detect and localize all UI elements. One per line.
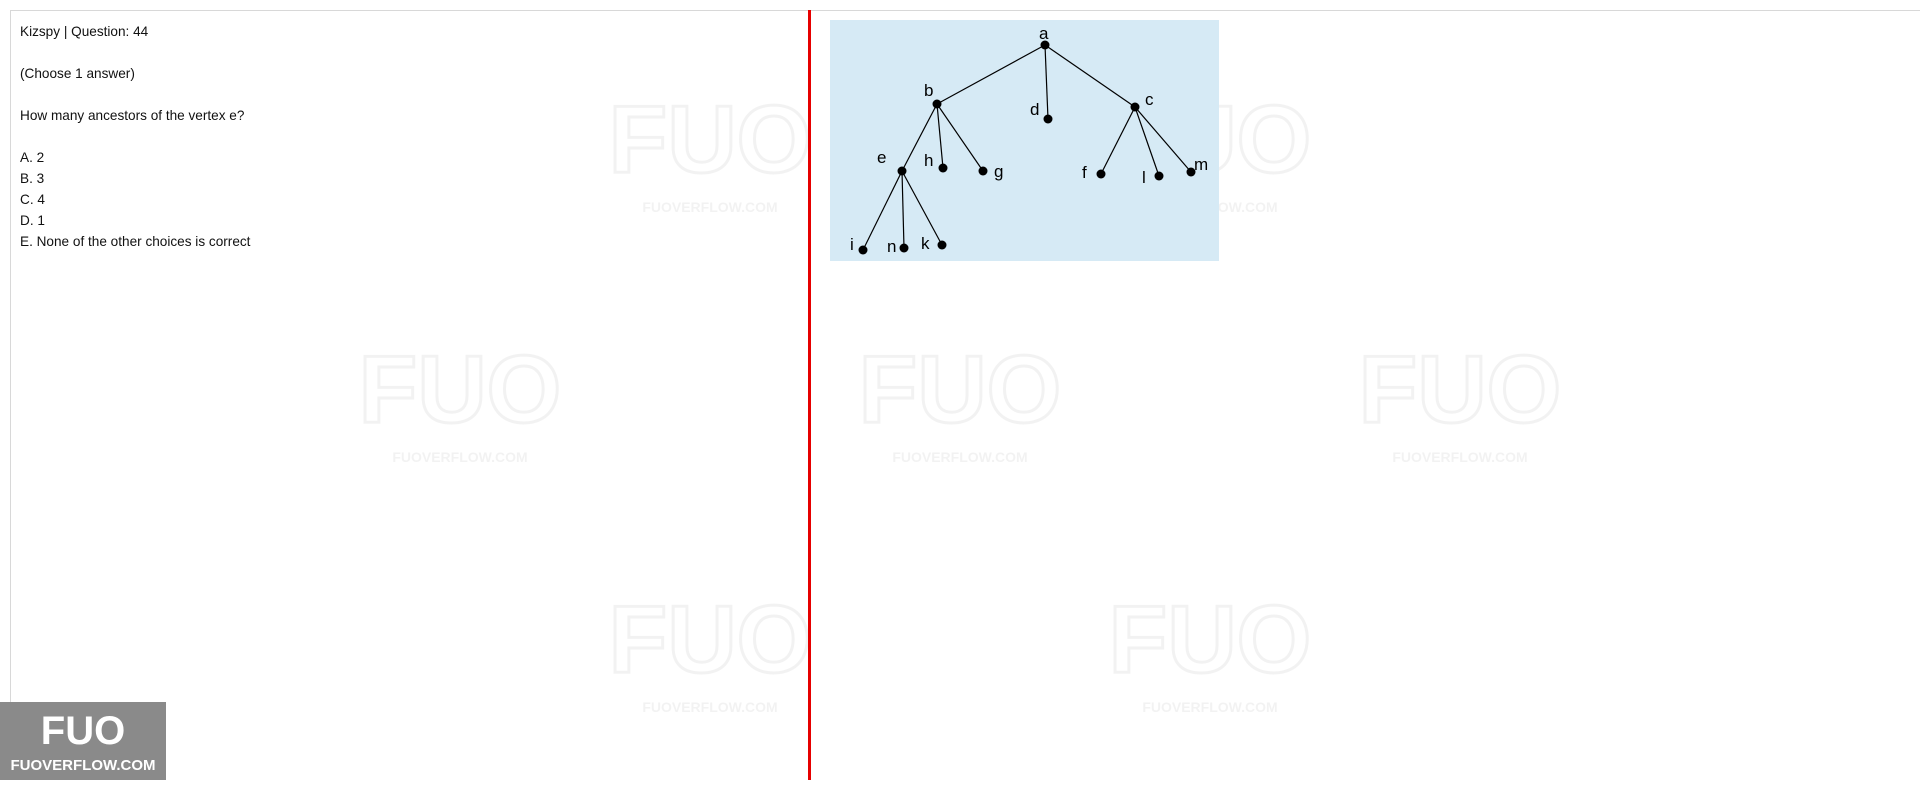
vertex-i [858,245,868,255]
pane-divider [808,10,811,780]
edge-c-l [1134,106,1160,177]
spacer [20,126,800,147]
vertex-l [1154,171,1164,181]
svg-text:FUO: FUO [41,709,125,753]
label-c: c [1145,90,1154,109]
edge-b-e [901,103,938,172]
svg-text:FUOVERFLOW.COM: FUOVERFLOW.COM [11,757,156,774]
site-logo[interactable]: FUO FUOVERFLOW.COM [0,702,166,780]
spacer [20,42,800,63]
content-frame [10,10,1920,780]
edge-c-m [1134,106,1192,173]
edge-b-h [936,103,944,169]
vertex-c [1130,102,1140,112]
answer-option-b[interactable]: B. 3 [20,171,45,186]
answer-option-a[interactable]: A. 2 [20,150,45,165]
label-d: d [1030,100,1039,119]
tree-edges [862,44,1192,251]
question-instruction: (Choose 1 answer) [20,66,135,81]
edge-a-d [1044,44,1049,120]
spacer [20,84,800,105]
edge-a-b [936,44,1046,105]
label-g: g [994,162,1003,181]
tree-figure: a b c d e f g h i k l m n [830,20,1219,261]
vertex-labels: a b c d e f g h i k l m n [850,24,1208,256]
label-m: m [1194,155,1208,174]
label-b: b [924,81,933,100]
label-e: e [877,148,886,167]
edge-b-g [936,103,984,172]
edge-e-i [862,170,903,251]
answer-option-e[interactable]: E. None of the other choices is correct [20,234,251,249]
label-h: h [924,151,933,170]
vertex-d [1043,114,1053,124]
vertex-h [938,163,948,173]
question-pane: Kizspy | Question: 44 (Choose 1 answer) … [20,21,800,252]
edge-c-f [1100,106,1136,175]
tree-diagram: a b c d e f g h i k l m n [850,24,1208,256]
label-l: l [1142,168,1146,187]
edge-e-n [901,170,905,249]
tree-vertices [858,40,1196,255]
question-text: How many ancestors of the vertex e? [20,108,245,123]
vertex-a [1040,40,1050,50]
vertex-g [978,166,988,176]
label-f: f [1082,163,1087,182]
vertex-k [937,240,947,250]
vertex-f [1096,169,1106,179]
vertex-m [1186,167,1196,177]
edge-e-k [901,170,943,246]
vertex-e [897,166,907,176]
label-k: k [921,234,930,253]
label-i: i [850,235,854,254]
label-n: n [887,237,896,256]
edge-a-c [1044,44,1136,108]
page-title: Kizspy | Question: 44 [20,24,149,39]
logo-mark-icon: FUO FUOVERFLOW.COM [11,709,156,774]
label-a: a [1039,24,1049,43]
vertex-b [932,99,942,109]
answer-option-c[interactable]: C. 4 [20,192,45,207]
answer-option-d[interactable]: D. 1 [20,213,45,228]
vertex-n [899,243,909,253]
